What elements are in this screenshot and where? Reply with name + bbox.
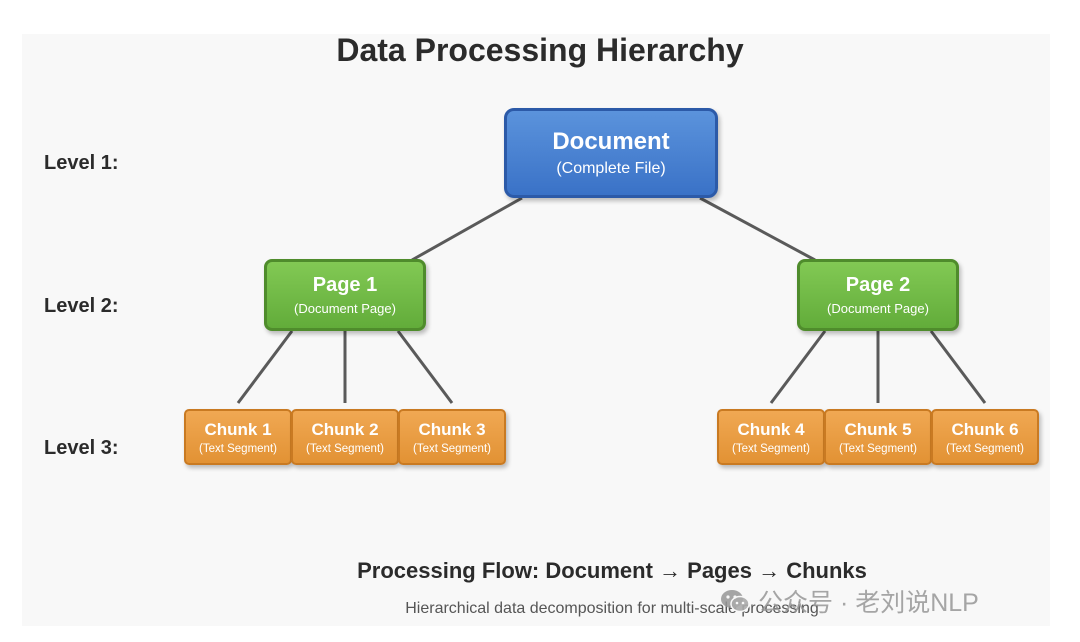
chunk-node-subtitle: (Text Segment) [413, 442, 491, 455]
watermark: 公众号 · 老刘说NLP [720, 583, 979, 619]
page-node-title: Page 2 [845, 274, 911, 296]
chunk-node-title: Chunk 2 [311, 419, 379, 439]
diagram-title: Data Processing Hierarchy [336, 32, 744, 68]
chunk-node-title: Chunk 4 [737, 419, 805, 439]
chunk-node-4: Chunk 4 (Text Segment) [717, 409, 825, 465]
level-1-label: Level 1: [44, 152, 119, 174]
chunk-node-1: Chunk 1 (Text Segment) [184, 409, 292, 465]
page-node-2: Page 2 (Document Page) [797, 259, 959, 331]
chunk-node-subtitle: (Text Segment) [306, 442, 384, 455]
chunk-node-subtitle: (Text Segment) [732, 442, 810, 455]
chunk-node-5: Chunk 5 (Text Segment) [824, 409, 932, 465]
processing-flow-subtitle: Hierarchical data decomposition for mult… [405, 600, 819, 617]
connector-page2-chunk4 [769, 330, 827, 404]
chunk-node-title: Chunk 6 [951, 419, 1019, 439]
page-node-1: Page 1 (Document Page) [264, 259, 426, 331]
chunk-node-title: Chunk 5 [844, 419, 912, 439]
document-node: Document (Complete File) [504, 108, 718, 198]
watermark-text: 公众号 · 老刘说NLP [758, 589, 979, 617]
page-node-subtitle: (Document Page) [294, 301, 396, 316]
wechat-icon [721, 590, 750, 613]
page-node-title: Page 1 [312, 274, 378, 296]
chunk-node-2: Chunk 2 (Text Segment) [291, 409, 399, 465]
chunk-node-6: Chunk 6 (Text Segment) [931, 409, 1039, 465]
chunk-node-subtitle: (Text Segment) [839, 442, 917, 455]
chunk-node-subtitle: (Text Segment) [199, 442, 277, 455]
document-node-title: Document [552, 128, 670, 155]
document-node-subtitle: (Complete File) [556, 160, 666, 177]
connector-doc-page1 [411, 196, 523, 262]
connector-doc-page2 [699, 196, 816, 262]
chunk-node-title: Chunk 1 [204, 419, 272, 439]
connector-page2-chunk6 [929, 330, 987, 404]
page-node-subtitle: (Document Page) [827, 301, 929, 316]
level-2-label: Level 2: [44, 295, 119, 317]
connector-page1-chunk1 [236, 330, 294, 404]
processing-flow-title: Processing Flow: Document → Pages → Chun… [357, 558, 867, 583]
chunk-node-title: Chunk 3 [418, 419, 486, 439]
chunk-node-subtitle: (Text Segment) [946, 442, 1024, 455]
connector-page1-chunk3 [396, 330, 454, 404]
chunk-node-3: Chunk 3 (Text Segment) [398, 409, 506, 465]
level-3-label: Level 3: [44, 437, 119, 459]
